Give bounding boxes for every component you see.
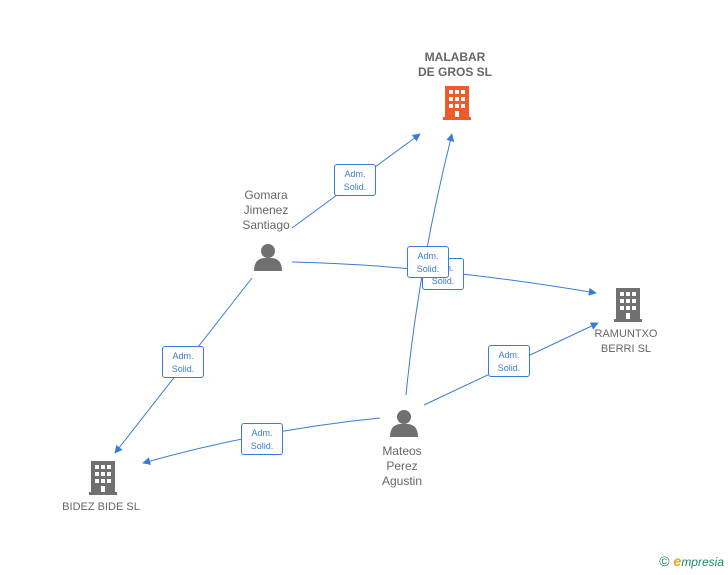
building-icon [614,288,642,322]
node-label-line: DE GROS SL [417,65,492,79]
node-label-line: Perez [386,459,418,473]
edge-label-line: Adm. [417,251,439,261]
edge-label-line: Adm. [498,350,520,360]
edge-label-line: Solid. [250,441,274,451]
node-label-line: MALABAR [424,50,486,64]
edge-label-mateos-bidez[interactable]: Adm. Solid. [241,423,283,455]
node-label-line: Agustin [381,474,423,488]
edge-label-line: Adm. [344,169,366,179]
edge-label-line: Solid. [171,364,195,374]
edge-label-line: Solid. [431,276,455,286]
node-label-line: BERRI SL [600,343,652,355]
edge-label-line: Solid. [343,182,367,192]
node-label-mateos[interactable]: Mateos Perez Agustin [362,444,442,489]
edge-label-line: Adm. [172,351,194,361]
person-icon [254,244,282,271]
node-label-line: Santiago [242,218,290,232]
node-label-ramuntxo[interactable]: RAMUNTXO BERRI SL [586,327,666,357]
edge-label-mateos-ramuntxo[interactable]: Adm. Solid. [488,345,530,377]
building-icon [443,86,471,120]
edge-label-mateos-malabar[interactable]: Adm. Solid. [407,246,449,278]
copyright-symbol: © [659,553,670,569]
node-label-line: Mateos [382,444,422,458]
brand-logo-text: mpresia [681,555,724,569]
edge-label-line: Solid. [497,363,521,373]
building-icon [89,461,117,495]
copyright-notice: ©empresia [659,553,724,569]
node-label-malabar[interactable]: MALABAR DE GROS SL [395,50,515,80]
person-icon [390,410,418,437]
node-label-line: Jimenez [243,203,289,217]
brand-logo-initial: e [673,553,682,569]
node-label-bidez[interactable]: BIDEZ BIDE SL [46,500,156,515]
node-label-line: BIDEZ BIDE SL [62,501,140,513]
node-label-line: Gomara [244,188,288,202]
edge-label-gomara-bidez[interactable]: Adm. Solid. [162,346,204,378]
node-label-line: RAMUNTXO [594,328,658,340]
edge-label-line: Solid. [416,264,440,274]
node-label-gomara[interactable]: Gomara Jimenez Santiago [226,188,306,233]
edge-label-line: Adm. [251,428,273,438]
edge-label-gomara-malabar[interactable]: Adm. Solid. [334,164,376,196]
